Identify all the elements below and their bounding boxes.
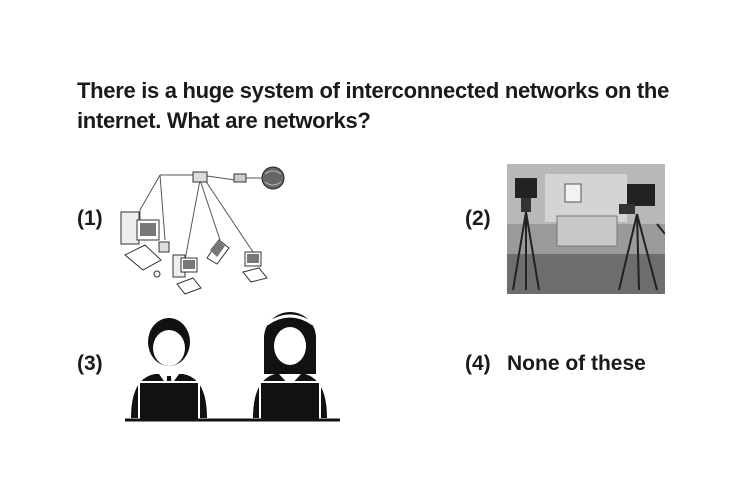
option-1-number[interactable]: (1) bbox=[77, 207, 103, 230]
option-2-number[interactable]: (2) bbox=[465, 207, 491, 230]
people-at-laptops-icon[interactable] bbox=[125, 308, 340, 423]
option-3-number[interactable]: (3) bbox=[77, 352, 103, 375]
question-text: There is a huge system of interconnected… bbox=[77, 76, 697, 136]
computer-network-icon[interactable] bbox=[115, 160, 285, 300]
option-4-text[interactable]: None of these bbox=[507, 352, 646, 375]
option-4-number[interactable]: (4) bbox=[465, 352, 491, 375]
question-line-2: internet. What are networks? bbox=[77, 108, 371, 133]
tv-studio-cameras-photo[interactable] bbox=[507, 164, 665, 294]
question-line-1: There is a huge system of interconnected… bbox=[77, 78, 670, 103]
